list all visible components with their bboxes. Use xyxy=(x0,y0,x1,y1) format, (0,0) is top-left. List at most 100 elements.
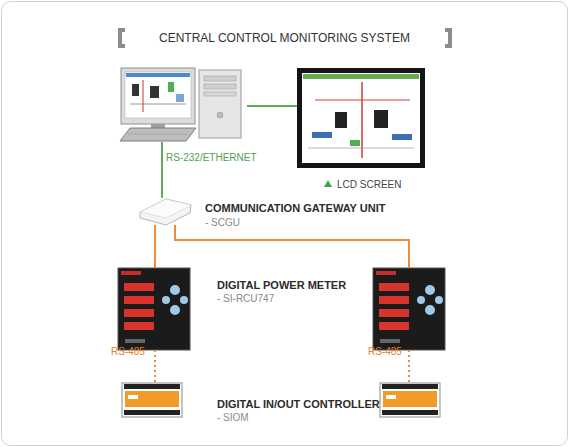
power-meter-illustration-part xyxy=(180,296,188,304)
power-meter-illustration-part xyxy=(417,296,425,304)
io-controller-illustration-part xyxy=(128,395,138,399)
lcd-illustration-part xyxy=(315,100,410,101)
io-controller-illustration-part xyxy=(382,384,438,389)
power-meter-illustration-part xyxy=(379,296,409,304)
power-meter-illustration-part xyxy=(121,271,141,275)
io-controller-illustration-part xyxy=(122,383,182,417)
computer-illustration-part xyxy=(126,73,190,77)
computer-illustration-part xyxy=(204,92,236,96)
device-name: LCD SCREEN xyxy=(337,179,401,190)
computer-illustration-part xyxy=(204,84,236,89)
io-controller-illustration-part xyxy=(124,384,180,389)
device-name: COMMUNICATION GATEWAY UNIT xyxy=(205,202,385,214)
lcd-illustration-part xyxy=(312,132,332,138)
computer-illustration-part xyxy=(176,94,184,102)
model-code: - SCGU xyxy=(205,217,240,228)
rs485-link xyxy=(408,350,410,383)
io-controller-illustration-part xyxy=(382,410,438,415)
io-controller-illustration-part xyxy=(383,391,437,407)
computer-illustration-part xyxy=(121,68,195,124)
io-controller-node: DIGITAL IN/OUT CONTROLLER- SIOM xyxy=(122,383,182,417)
power-meter-illustration-part xyxy=(376,271,396,275)
gateway-node: COMMUNICATION GATEWAY UNIT- SCGU xyxy=(138,198,192,225)
io-controller-illustration-part xyxy=(380,383,440,417)
io-controller-illustration-part xyxy=(386,395,396,399)
cable-link xyxy=(175,225,409,268)
computer-illustration-part xyxy=(151,124,165,128)
lcd-illustration-part xyxy=(303,74,419,79)
device-name: DIGITAL IN/OUT CONTROLLER xyxy=(217,398,380,410)
title-brackets-part xyxy=(120,30,125,46)
computer-illustration-part xyxy=(168,82,174,92)
lcd-screen-node: LCD SCREEN xyxy=(297,68,425,168)
io-controller-illustration-part xyxy=(124,410,180,415)
power-meter-illustration-part xyxy=(435,296,443,304)
io-controller-illustration xyxy=(122,383,440,417)
power-meter-illustration-part xyxy=(124,296,154,304)
diagram-title: CENTRAL CONTROL MONITORING SYSTEM xyxy=(0,31,569,45)
computer-illustration xyxy=(120,68,241,141)
lcd-illustration-part xyxy=(374,110,388,128)
computer-illustration-part xyxy=(199,70,241,138)
computer-illustration-part xyxy=(217,112,223,118)
power-meter-illustration-part xyxy=(379,322,409,330)
lcd-triangle-marker xyxy=(324,180,332,187)
computer-illustration-part xyxy=(150,86,159,98)
link-label: RS-485 xyxy=(111,346,145,357)
power-meter-illustration-part xyxy=(124,322,154,330)
link-label: RS-485 xyxy=(368,346,402,357)
gateway-illustration-part xyxy=(140,199,191,225)
power-meter-illustration-part xyxy=(162,296,170,304)
power-meter-illustration-part xyxy=(425,305,435,315)
power-meter-node: DIGITAL POWER METER- SI-RCU747 xyxy=(118,268,190,350)
lcd-illustration-part xyxy=(361,82,363,158)
power-meter-illustration xyxy=(118,268,445,350)
power-meter-illustration-part xyxy=(125,339,145,343)
lcd-illustration-part xyxy=(350,140,360,146)
device-name: DIGITAL POWER METER xyxy=(217,279,346,291)
computer-illustration-part xyxy=(125,72,191,118)
power-meter-illustration-part xyxy=(118,268,190,350)
lcd-illustration-part xyxy=(335,112,347,128)
computer-illustration-part xyxy=(120,128,196,141)
power-meter-illustration-part xyxy=(170,305,180,315)
computer-illustration-part xyxy=(130,104,186,105)
power-meter-illustration-part xyxy=(373,268,445,350)
power-meter-illustration-part xyxy=(170,285,180,295)
lcd-illustration-part xyxy=(392,134,412,140)
rs485-link xyxy=(154,350,156,383)
computer-illustration-part xyxy=(128,134,188,135)
cable-link xyxy=(154,225,156,268)
lcd-illustration-part xyxy=(308,148,414,149)
computer-illustration-part xyxy=(143,80,144,112)
model-code: - SI-RCU747 xyxy=(217,293,274,304)
computer-illustration-part xyxy=(132,84,139,96)
model-code: - SIOM xyxy=(217,412,249,423)
gateway-illustration xyxy=(140,199,191,225)
power-meter-illustration-part xyxy=(379,309,409,317)
power-meter-illustration-part xyxy=(124,283,154,291)
link-label: RS-232/ETHERNET xyxy=(166,152,257,163)
title-brackets-part xyxy=(445,30,450,46)
lcd-illustration xyxy=(297,68,425,168)
cable-link xyxy=(247,105,297,107)
lcd-triangle-marker-part xyxy=(324,180,332,187)
computer-illustration-part xyxy=(204,76,236,81)
power-meter-illustration-part xyxy=(379,283,409,291)
power-meter-illustration-part xyxy=(380,339,400,343)
gateway-illustration-part xyxy=(140,199,191,218)
power-meter-node xyxy=(373,268,445,350)
io-controller-node xyxy=(380,383,440,417)
cable-link xyxy=(161,142,163,198)
lcd-illustration-part xyxy=(297,68,425,168)
lcd-illustration-part xyxy=(302,73,420,163)
io-controller-illustration-part xyxy=(125,391,179,407)
computer-node xyxy=(118,66,247,142)
power-meter-illustration-part xyxy=(124,309,154,317)
